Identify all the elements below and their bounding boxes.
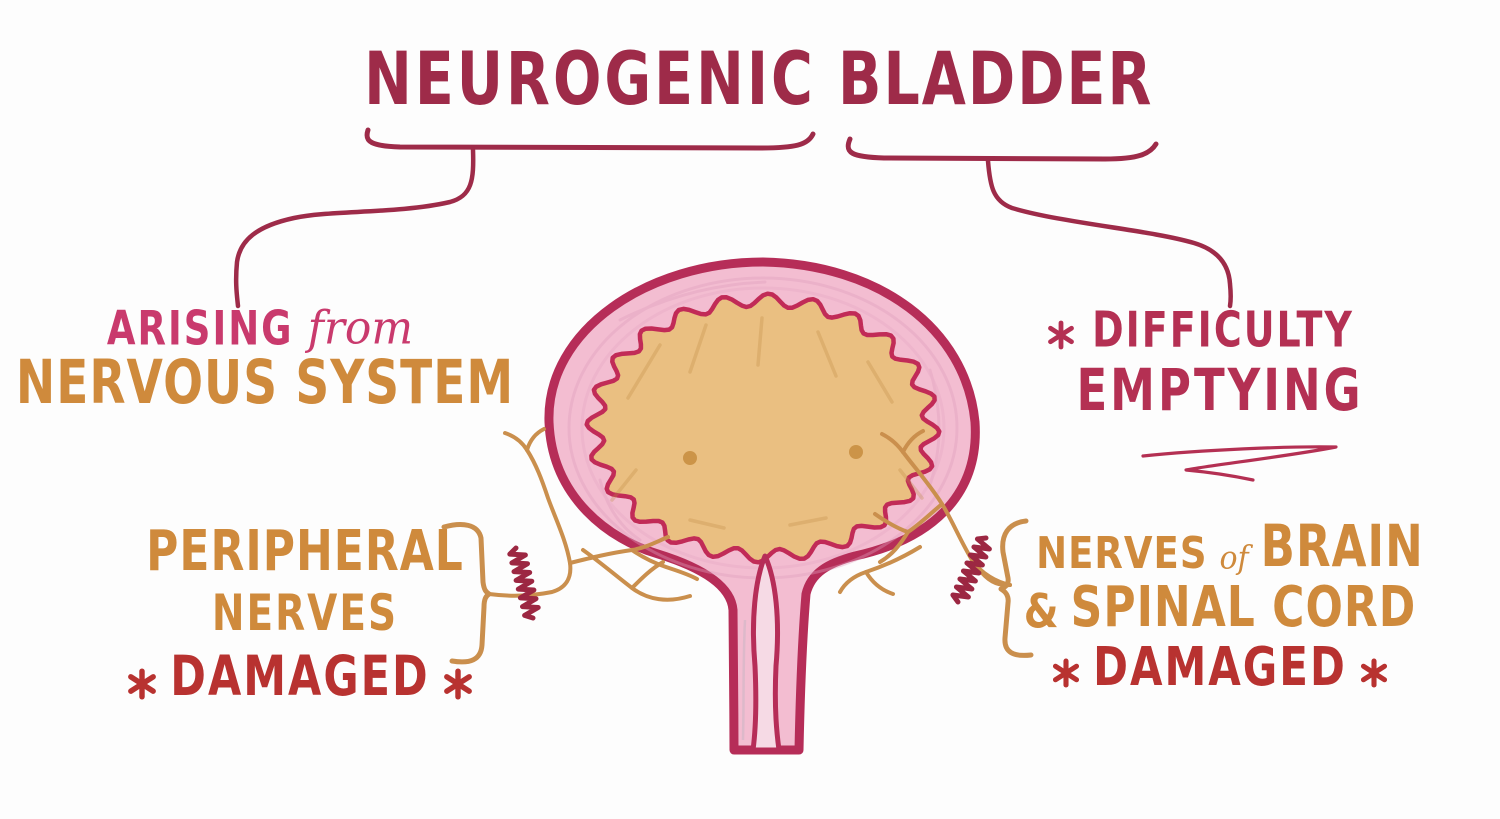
symptom-line1: DIFFICULTY	[1015, 305, 1385, 354]
asterisk-icon	[128, 667, 157, 700]
symptom-emptying: EMPTYING	[1076, 356, 1364, 425]
title-underline-right	[845, 136, 1159, 162]
left-cause-nerves: NERVES	[211, 585, 399, 643]
left-cause-status: DAMAGED	[110, 649, 490, 705]
right-cause-nerves: NERVES	[1036, 527, 1208, 579]
ureteric-orifice-right	[849, 445, 863, 459]
symptom-difficulty: DIFFICULTY	[1092, 301, 1354, 358]
title-text-right: BLADDER	[838, 37, 1154, 123]
left-cause-peripheral: PERIPHERAL	[146, 518, 464, 584]
damage-squiggle-left	[507, 545, 541, 621]
right-cause-ampersand: &	[1023, 585, 1059, 640]
left-cause-line2: NERVES	[135, 589, 475, 639]
asterisk-icon	[1048, 320, 1074, 350]
right-cause-line1: NERVES of BRAIN	[1018, 517, 1442, 579]
left-cause-line1: PERIPHERAL	[135, 523, 475, 580]
bladder-inner-texture	[610, 316, 924, 530]
emphasis-scribble	[1141, 445, 1338, 482]
page-title-word-bladder: BLADDER	[838, 43, 1151, 117]
nerve-right	[838, 429, 1012, 596]
definition-line2: NERVOUS SYSTEM	[15, 353, 515, 413]
right-cause-of: of	[1219, 540, 1249, 578]
asterisk-icon	[1053, 658, 1080, 688]
urethra-texture	[741, 619, 747, 741]
right-cause-line2: & SPINAL CORD	[1024, 579, 1416, 636]
symptom-line2: EMPTYING	[1055, 361, 1385, 419]
asterisk-icon	[443, 667, 472, 700]
definition-connector-word: from	[307, 301, 414, 356]
definition-line1: ARISING from	[70, 300, 450, 356]
right-cause-spinal-cord: SPINAL CORD	[1070, 574, 1417, 640]
ureteric-orifice-left	[683, 451, 697, 465]
damage-squiggle-right	[950, 535, 992, 605]
bracket-right	[998, 518, 1034, 658]
bracket-left	[441, 522, 492, 665]
title-underline-left	[364, 127, 816, 151]
urethra-lumen	[750, 553, 782, 753]
right-cause-status: DAMAGED	[1045, 640, 1395, 694]
asterisk-icon	[1360, 658, 1387, 688]
bladder-inner-lining	[584, 291, 942, 565]
left-cause-damaged: DAMAGED	[170, 644, 430, 709]
right-cause-damaged: DAMAGED	[1093, 635, 1347, 698]
connector-right	[985, 158, 1233, 309]
page-title-word-neurogenic: NEUROGENIC	[360, 43, 820, 117]
connector-left	[233, 147, 476, 309]
right-cause-brain: BRAIN	[1260, 512, 1424, 581]
definition-nervous-system: NERVOUS SYSTEM	[15, 347, 515, 419]
title-text-left: NEUROGENIC	[364, 37, 816, 123]
nerve-left	[487, 427, 699, 602]
definition-accent: ARISING	[106, 300, 294, 356]
